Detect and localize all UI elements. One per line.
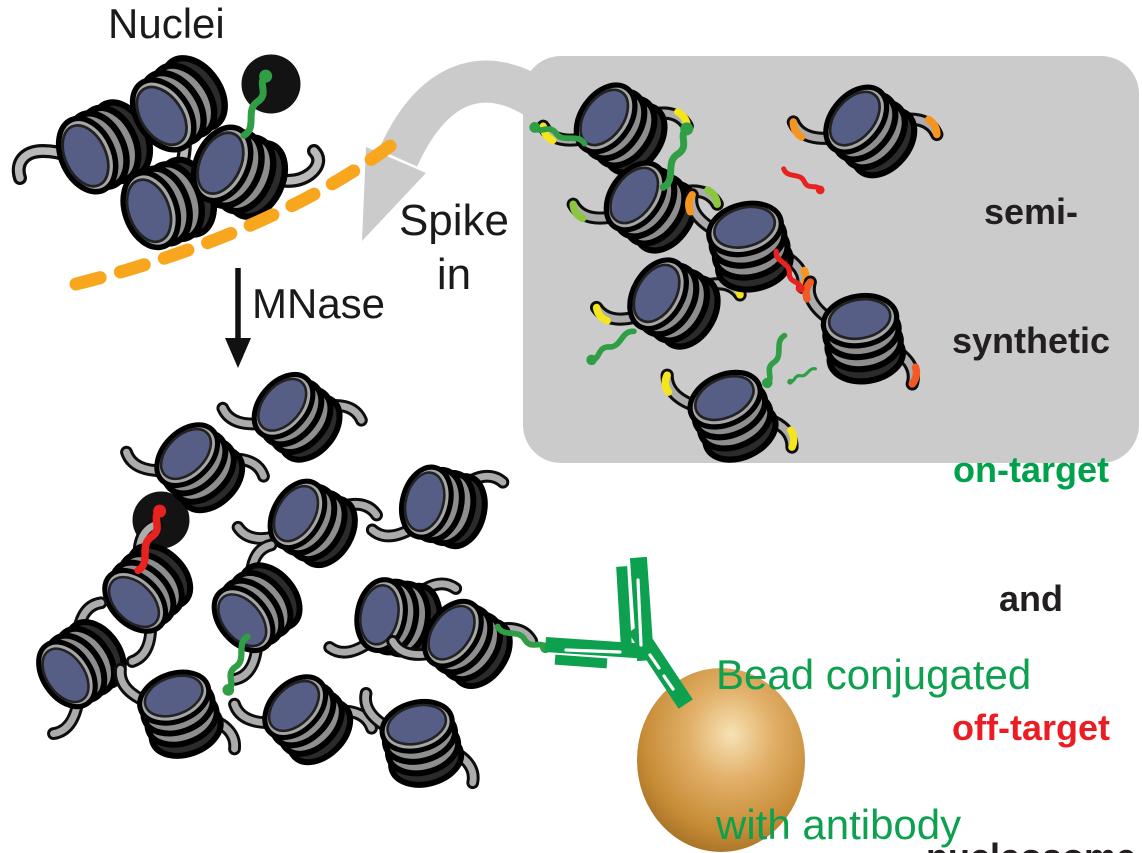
spike-in-label-line2: in — [436, 250, 472, 299]
caption-line-off-target: off-target — [952, 707, 1110, 748]
bead-caption: Bead conjugated with antibody — [716, 550, 1031, 853]
caption-line: semi- — [983, 191, 1079, 232]
magnetic-bead — [637, 668, 805, 852]
spike-in-label-line1: Spike — [398, 196, 510, 245]
caption-line: synthetic — [951, 320, 1111, 361]
nuclear-membrane-dashed-line — [69, 139, 397, 291]
caption-line: nucleosome — [922, 835, 1140, 853]
nucleosome — [372, 450, 504, 562]
antibody-icon — [545, 556, 693, 709]
spike-in-label: Spike in — [384, 194, 524, 302]
bead-caption-line2: with antibody — [716, 801, 962, 848]
mnase-label: MNase — [252, 280, 386, 327]
caption-line-on-target: on-target — [953, 449, 1109, 490]
spike-in-arrow-icon — [362, 60, 558, 241]
nuclei-label: Nuclei — [108, 0, 225, 47]
mnase-arrow-icon — [225, 268, 251, 368]
standards-caption: semi- synthetic on-target and off-target… — [922, 104, 1140, 853]
nucleosome — [364, 672, 476, 804]
bead-caption-line1: Bead conjugated — [716, 651, 1032, 698]
nucleosome — [182, 543, 324, 681]
caption-line: and — [998, 578, 1063, 619]
